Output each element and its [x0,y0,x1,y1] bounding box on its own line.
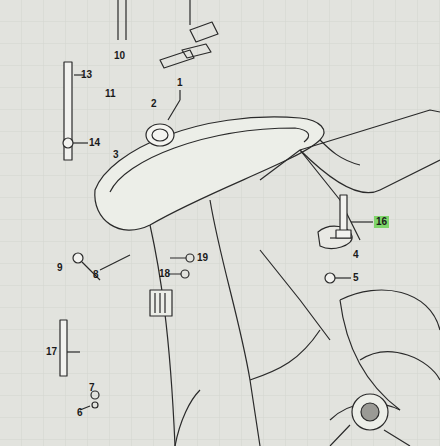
callout-number: 13 [80,70,93,80]
callout-number: 8 [92,270,100,280]
callout-number: 1 [176,78,184,88]
callout-number: 7 [88,383,96,393]
callout-number: 2 [150,99,158,109]
callout-number: 5 [352,273,360,283]
callout-number: 11 [104,89,117,99]
callout-number: 18 [158,269,171,279]
callout-number: 19 [196,253,209,263]
callout-number: 9 [56,263,64,273]
callout-number: 10 [113,51,126,61]
callout-number: 4 [352,250,360,260]
callout-number: 14 [88,138,101,148]
callout-number: 17 [45,347,58,357]
callout-number: 6 [76,408,84,418]
callout-number: 3 [112,150,120,160]
callout-number: 16 [374,216,389,228]
